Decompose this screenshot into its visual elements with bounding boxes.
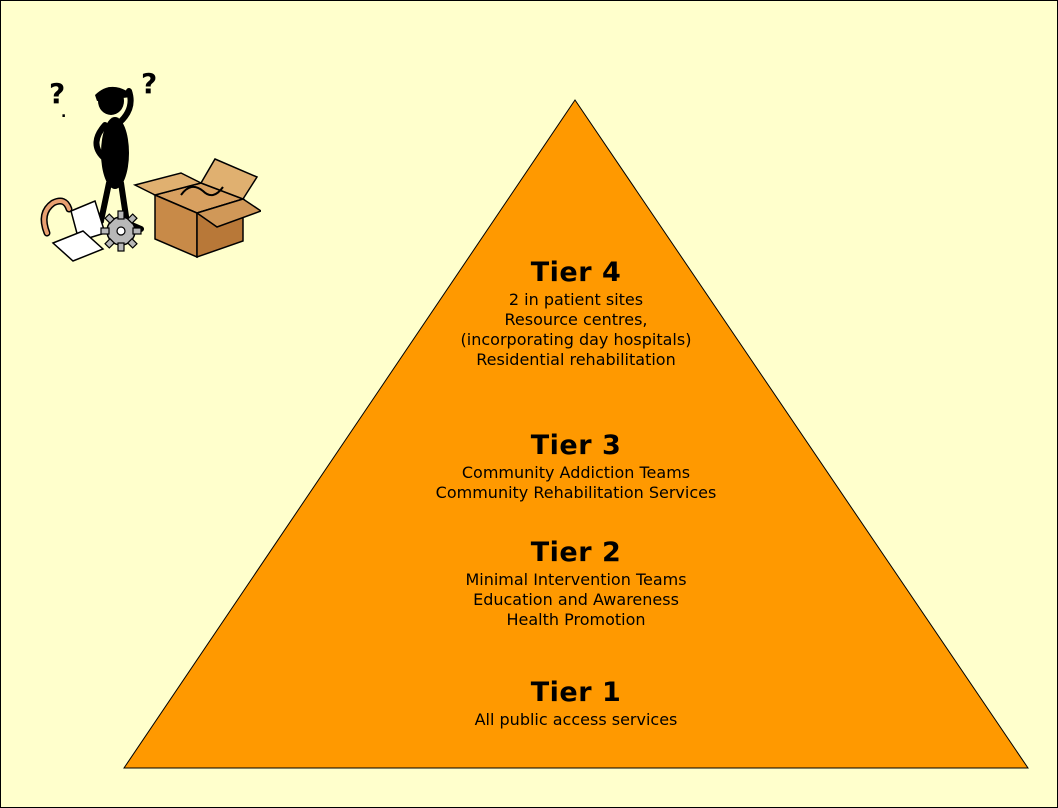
tier-1-title: Tier 1	[530, 677, 622, 708]
tier-2-line-2: Education and Awareness	[473, 590, 679, 609]
tier-3-title: Tier 3	[530, 430, 622, 461]
tier-3-line-1: Community Addiction Teams	[461, 463, 691, 482]
svg-text:?: ?	[49, 77, 65, 110]
svg-text:.: .	[61, 105, 66, 121]
tier-1: Tier 1 All public access services	[1, 676, 1057, 730]
tier-3-line-2: Community Rehabilitation Services	[435, 483, 717, 502]
tier-2-line-1: Minimal Intervention Teams	[465, 570, 687, 589]
tier-4-line-2: Resource centres,	[504, 310, 648, 329]
tier-4: Tier 4 2 in patient sites Resource centr…	[1, 256, 1057, 370]
svg-text:?: ?	[141, 67, 157, 100]
tier-2-line-3: Health Promotion	[506, 610, 646, 629]
tier-4-line-1: 2 in patient sites	[508, 290, 644, 309]
tier-1-line-1: All public access services	[474, 710, 678, 729]
tier-3: Tier 3 Community Addiction Teams Communi…	[1, 429, 1057, 503]
tier-2-title: Tier 2	[530, 537, 622, 568]
tier-2: Tier 2 Minimal Intervention Teams Educat…	[1, 536, 1057, 630]
pyramid-triangle	[123, 99, 1029, 769]
tier-4-line-3: (incorporating day hospitals)	[460, 330, 692, 349]
tier-4-line-4: Residential rehabilitation	[476, 350, 676, 369]
tier-4-title: Tier 4	[530, 257, 622, 288]
confused-figure-with-box-icon: ? . ?	[40, 67, 261, 262]
